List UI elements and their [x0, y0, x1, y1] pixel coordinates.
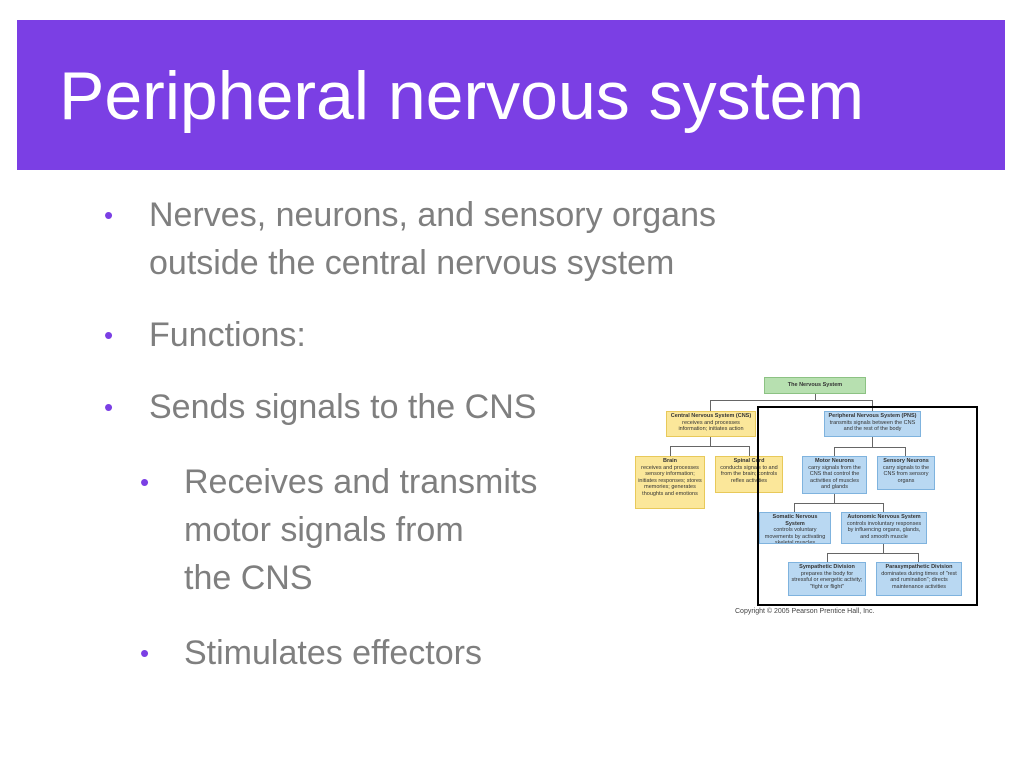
connector-line	[834, 447, 906, 448]
node-title: Brain	[662, 458, 678, 464]
connector-line	[872, 437, 873, 447]
bullet-line: Functions:	[149, 316, 306, 354]
node-title: Autonomic Nervous System	[847, 514, 921, 520]
connector-line	[827, 553, 919, 554]
node-desc: carry signals from the CNS that control …	[808, 464, 861, 491]
node-title: Parasympathetic Division	[885, 564, 953, 570]
connector-line	[883, 544, 884, 553]
connector-line	[670, 446, 671, 456]
bullet-line: Nerves, neurons, and sensory organs	[149, 196, 716, 234]
node-desc: transmits signals between the CNS and th…	[829, 419, 916, 433]
bullet-line: motor signals from	[184, 511, 464, 549]
sub-bullet-item: Receives and transmits motor signals fro…	[184, 458, 537, 602]
node-desc: carry signals to the CNS from sensory or…	[882, 464, 930, 484]
node-title: The Nervous System	[787, 382, 843, 388]
sub-bullet-marker: •	[140, 638, 150, 668]
bullet-line: Sends signals to the CNS	[149, 388, 537, 426]
connector-line	[749, 446, 750, 456]
node-title: Central Nervous System (CNS)	[670, 413, 752, 419]
title-bar: Peripheral nervous system	[17, 20, 1005, 170]
bullet-item: Sends signals to the CNS	[149, 383, 536, 431]
node-desc: controls voluntary movements by activati…	[764, 527, 826, 544]
node-sensory-neurons: Sensory Neurons carry signals to the CNS…	[877, 456, 935, 490]
bullet-line: Receives and transmits	[184, 463, 538, 501]
node-brain: Brain receives and processes sensory inf…	[635, 456, 705, 509]
node-somatic: Somatic Nervous System controls voluntar…	[759, 512, 831, 544]
node-sympathetic: Sympathetic Division prepares the body f…	[788, 562, 866, 596]
connector-line	[710, 437, 711, 446]
bullet-marker: •	[104, 200, 114, 230]
node-title: Motor Neurons	[814, 458, 855, 464]
connector-line	[834, 447, 835, 456]
bullet-line: Stimulates effectors	[184, 634, 482, 672]
bullet-marker: •	[104, 392, 114, 422]
sub-bullet-marker: •	[140, 467, 150, 497]
node-autonomic: Autonomic Nervous System controls involu…	[841, 512, 927, 544]
connector-line	[834, 494, 835, 503]
sub-bullet-item: Stimulates effectors	[184, 629, 482, 677]
connector-line	[883, 503, 884, 512]
node-parasympathetic: Parasympathetic Division dominates durin…	[876, 562, 962, 596]
connector-line	[670, 446, 750, 447]
connector-line	[815, 394, 816, 400]
node-title: Spinal Cord	[733, 458, 765, 464]
node-title: Somatic Nervous System	[772, 514, 818, 527]
node-desc: receives and processes sensory informati…	[638, 464, 702, 497]
node-title: Peripheral Nervous System (PNS)	[828, 413, 917, 419]
slide-title: Peripheral nervous system	[59, 58, 865, 134]
node-desc: controls involuntary responses by influe…	[846, 520, 922, 540]
bullet-line: the CNS	[184, 559, 313, 597]
node-spinal-cord: Spinal Cord conducts signals to and from…	[715, 456, 783, 493]
node-title: Sympathetic Division	[799, 564, 855, 570]
connector-line	[905, 447, 906, 456]
node-desc: receives and processes information; init…	[678, 419, 744, 433]
bullet-marker: •	[104, 320, 114, 350]
bullet-item: Nerves, neurons, and sensory organs outs…	[149, 191, 716, 287]
connector-line	[918, 553, 919, 562]
node-desc: prepares the body for stressful or energ…	[791, 570, 863, 590]
bullet-item: Functions:	[149, 311, 306, 359]
copyright-text: Copyright © 2005 Pearson Prentice Hall, …	[735, 608, 875, 615]
connector-line	[827, 553, 828, 562]
connector-line	[794, 503, 884, 504]
connector-line	[710, 400, 711, 411]
connector-line	[794, 503, 795, 512]
connector-line	[710, 400, 873, 401]
node-motor-neurons: Motor Neurons carry signals from the CNS…	[802, 456, 867, 494]
node-pns: Peripheral Nervous System (PNS) transmit…	[824, 411, 921, 437]
connector-line	[872, 400, 873, 411]
node-desc: conducts signals to and from the brain; …	[720, 464, 778, 484]
node-cns: Central Nervous System (CNS) receives an…	[666, 411, 756, 437]
pns-highlight-frame	[757, 406, 978, 606]
bullet-line: outside the central nervous system	[149, 244, 675, 282]
node-title: Sensory Neurons	[883, 458, 929, 464]
node-desc: dominates during times of "rest and rumi…	[881, 570, 957, 590]
node-nervous-system: The Nervous System	[764, 377, 866, 394]
